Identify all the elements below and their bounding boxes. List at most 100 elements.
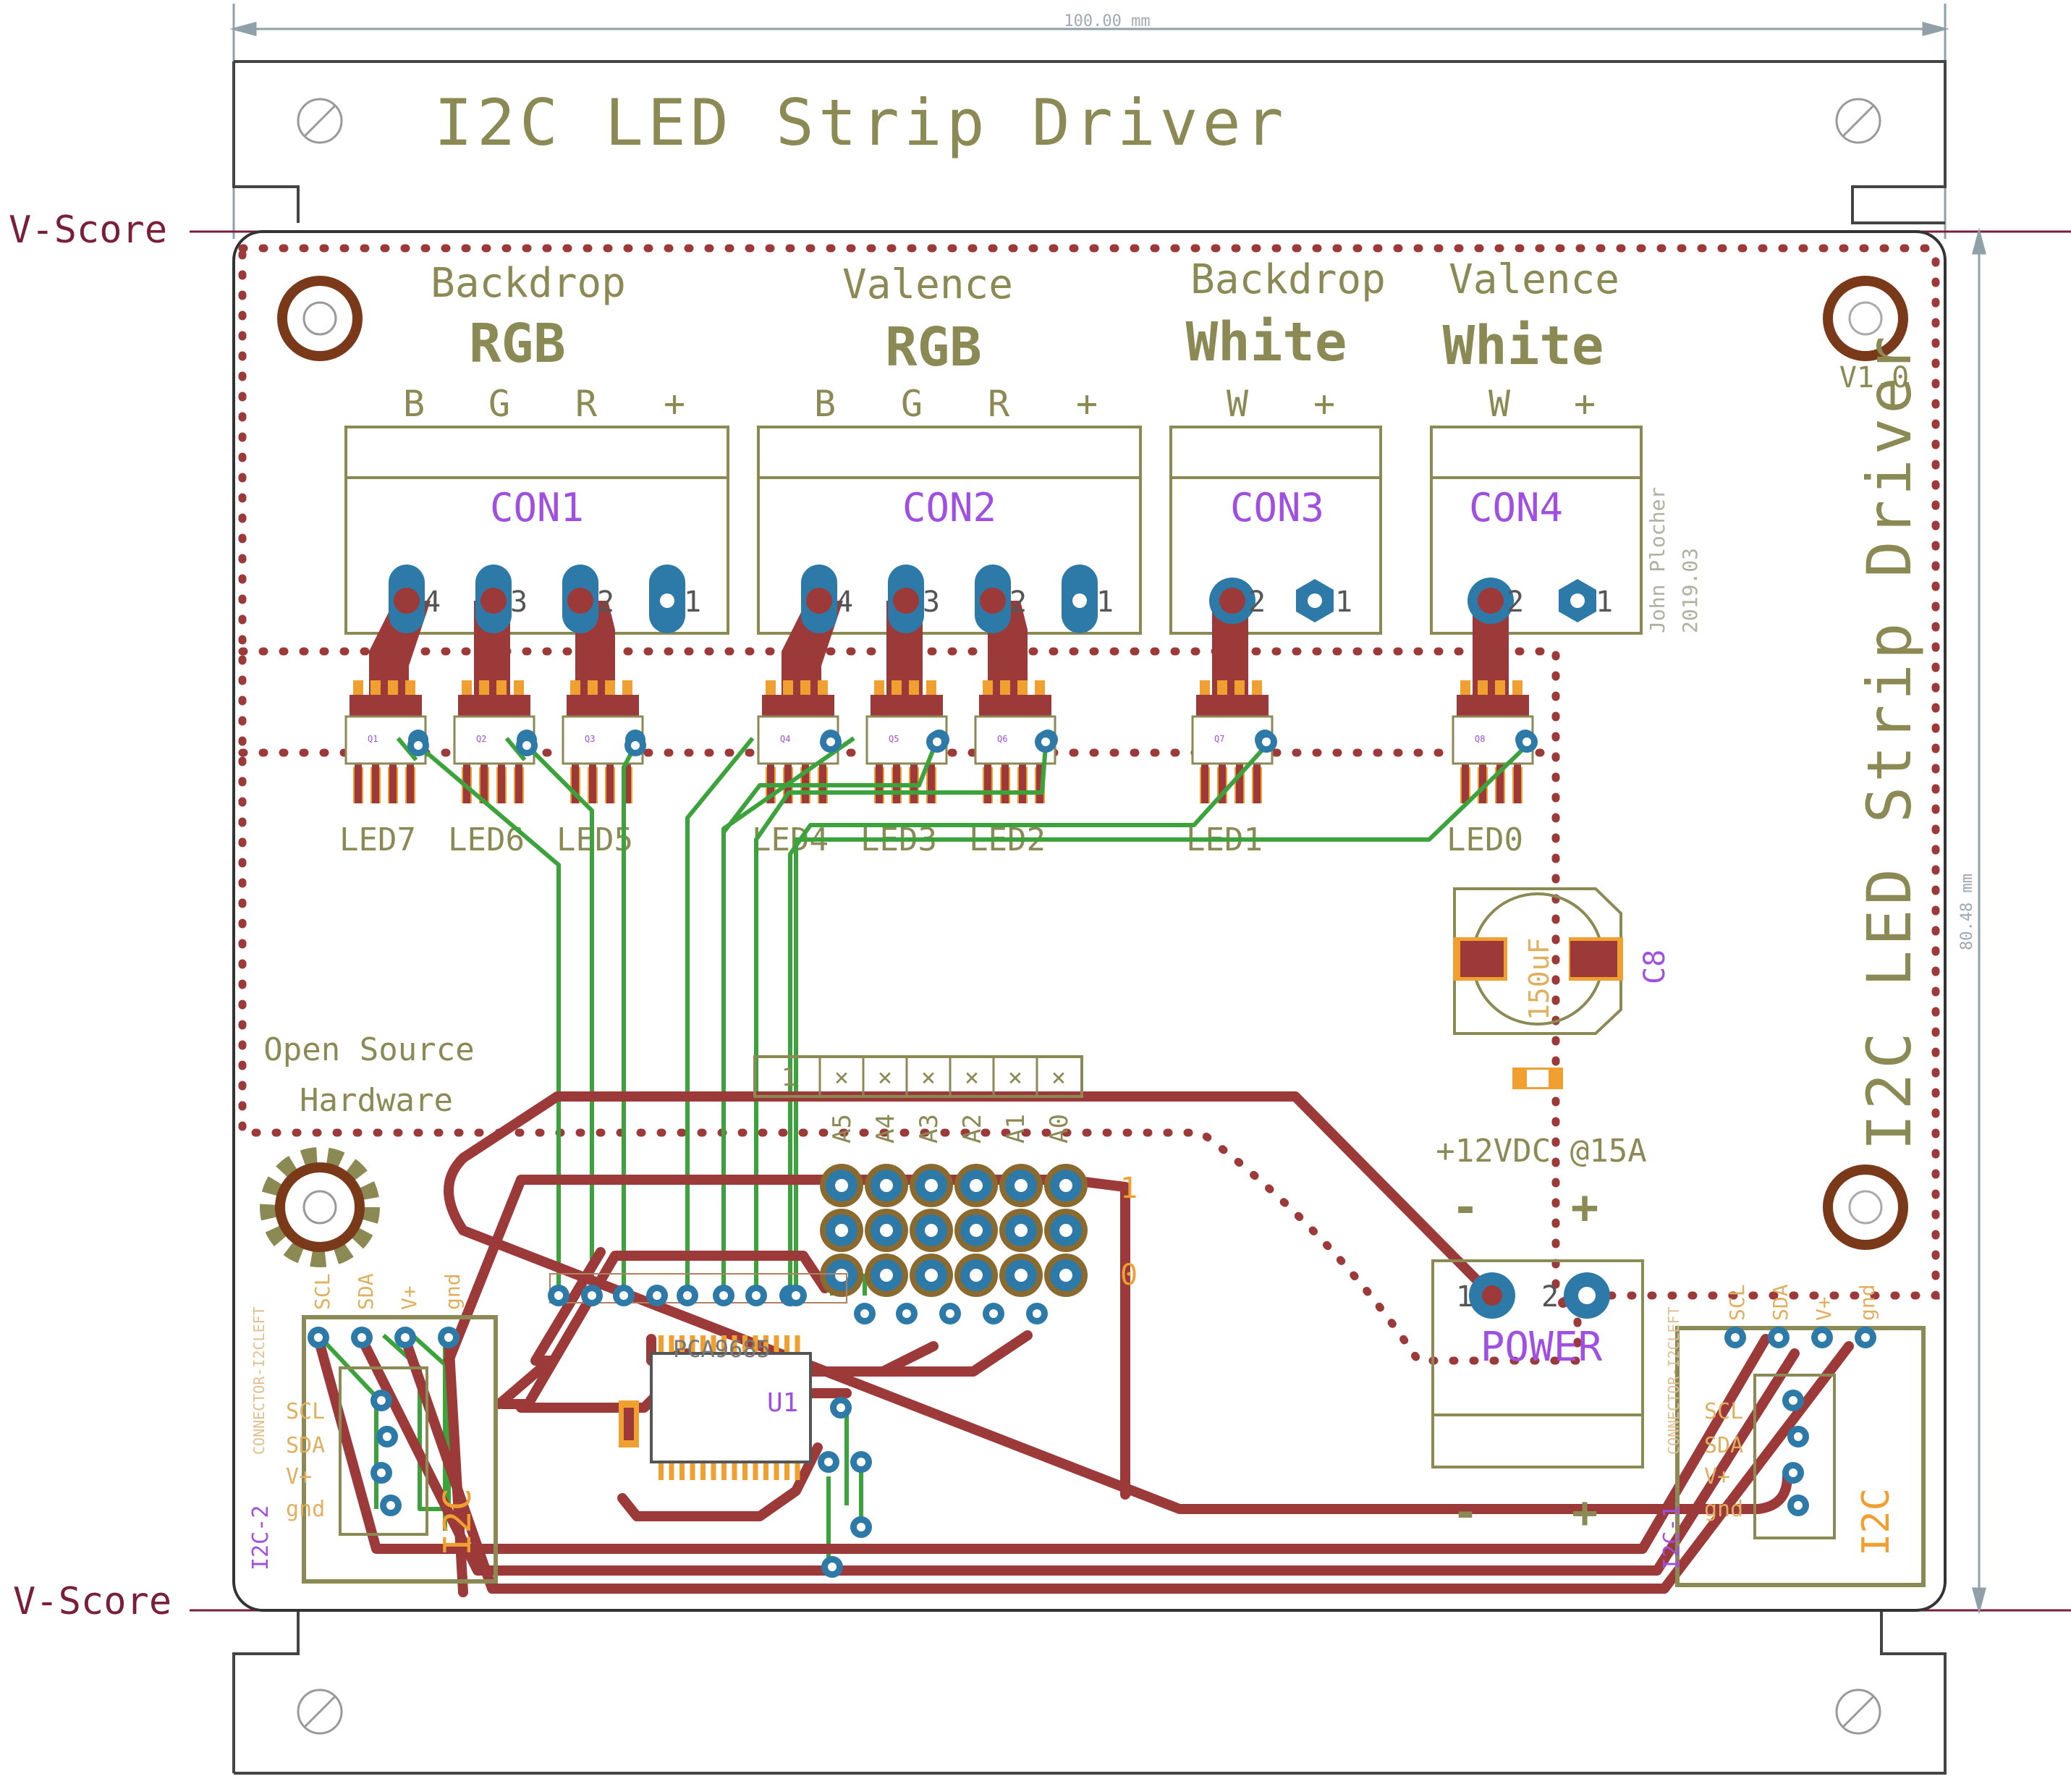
jumper-pad <box>1044 1209 1088 1252</box>
svg-text:×: × <box>834 1063 849 1092</box>
svg-text:Q4: Q4 <box>780 734 790 744</box>
via <box>818 1451 839 1473</box>
jumper-pad <box>954 1164 998 1207</box>
via <box>613 1285 635 1306</box>
height-dimension <box>1972 227 1986 1615</box>
svg-text:V+: V+ <box>1704 1464 1730 1489</box>
osh-logo: Open Source Hardware <box>260 1031 475 1267</box>
i2c-right-connector: SCL SDA V+ gnd SCL SDA V+ gnd CONNECTOR-… <box>1659 1284 1926 1587</box>
osh-line2: Hardware <box>300 1082 453 1119</box>
power-rating: +12VDC @15A <box>1436 1133 1646 1170</box>
via <box>850 1516 872 1538</box>
svg-text:SCL: SCL <box>1725 1284 1749 1321</box>
via <box>351 1327 373 1348</box>
channel-3-group: Backdrop <box>1190 256 1386 303</box>
address-header: 1 × × × × × × A5 A4 A3 A2 A1 A0 <box>753 1055 1083 1144</box>
channel-headings: Backdrop RGB Valence RGB Backdrop White … <box>431 256 1619 379</box>
power-connector: +12VDC @15A - + 1 2 POWER - + <box>1431 1133 1647 1538</box>
connector-pads <box>389 565 1596 633</box>
con2-label: CON2 <box>902 485 996 531</box>
capacitor-c8: 150uF C8 <box>1453 887 1672 1089</box>
svg-text:W: W <box>1227 383 1249 425</box>
side-title: I2C LED Strip Driver <box>1854 332 1925 1151</box>
svg-text:+: + <box>1574 383 1596 425</box>
jumper-pad <box>910 1254 953 1297</box>
svg-text:Q1: Q1 <box>368 734 378 744</box>
i2c-right-connector-name: CONNECTOR-I2CLEFT <box>1665 1306 1682 1455</box>
con4-label: CON4 <box>1469 485 1563 531</box>
svg-text:W: W <box>1488 383 1511 425</box>
via <box>850 1451 872 1473</box>
address-jumpers <box>820 1164 1088 1297</box>
via <box>854 1303 876 1324</box>
jumper-pad <box>865 1164 908 1207</box>
channel-2-type: RGB <box>885 316 982 379</box>
svg-text:B: B <box>814 383 836 425</box>
svg-text:gnd: gnd <box>1704 1497 1743 1522</box>
via <box>581 1285 603 1306</box>
jumper-pad <box>910 1164 953 1207</box>
connector-names: CON1 CON2 CON3 CON4 <box>490 485 1563 531</box>
vscore-top-label: V-Score <box>9 208 167 252</box>
channel-3-type: White <box>1186 311 1347 373</box>
top-traces <box>313 1091 1854 1597</box>
svg-text:Q3: Q3 <box>585 734 595 744</box>
led-labels: LED7 LED6 LED5 LED4 LED3 LED2 LED1 LED0 <box>339 821 1523 858</box>
svg-text:SDA: SDA <box>1769 1284 1792 1321</box>
svg-text:Q7: Q7 <box>1214 734 1224 744</box>
via <box>438 1327 459 1348</box>
jumper-pad <box>999 1254 1043 1297</box>
width-dimension-label: 100.00 mm <box>1064 12 1150 30</box>
i2c-right-name: I2C-1 <box>1659 1505 1685 1571</box>
channel-1-group: Backdrop <box>431 260 626 307</box>
jumper-pad <box>954 1254 998 1297</box>
board-mounting-holes <box>277 276 1908 1250</box>
via <box>1811 1327 1833 1348</box>
channel-4-type: White <box>1443 315 1604 377</box>
svg-text:×: × <box>878 1063 892 1092</box>
svg-text:+: + <box>664 383 685 425</box>
svg-text:V+: V+ <box>397 1285 421 1310</box>
jumper-pad <box>820 1209 863 1252</box>
svg-text:LED0: LED0 <box>1447 821 1523 858</box>
i2c-left-name: I2C-2 <box>248 1505 274 1571</box>
svg-text:A0: A0 <box>1045 1114 1074 1144</box>
via <box>713 1285 734 1306</box>
author-date: 2019.03 <box>1678 548 1702 633</box>
via <box>1035 731 1056 753</box>
svg-text:4: 4 <box>423 586 441 619</box>
board-outline <box>232 230 1947 1612</box>
svg-text:2: 2 <box>1248 586 1266 619</box>
svg-text:A4: A4 <box>871 1114 900 1144</box>
svg-text:×: × <box>965 1063 979 1092</box>
svg-text:G: G <box>488 383 510 425</box>
jumper-pad <box>820 1254 863 1297</box>
via <box>1255 731 1277 753</box>
power-plus: + <box>1571 1181 1599 1235</box>
svg-text:Q8: Q8 <box>1475 734 1485 744</box>
mosfet-3: Q3 <box>562 680 645 803</box>
power-pin-1: 1 <box>1456 1280 1473 1314</box>
i2c-left-connector: SCL SDA V+ gnd SCL SDA V+ gnd CONNECTOR-… <box>248 1273 498 1584</box>
via <box>1724 1327 1746 1348</box>
via <box>820 731 842 753</box>
jumper-pad <box>999 1209 1043 1252</box>
via <box>1782 1462 1804 1484</box>
via <box>370 1462 392 1484</box>
via <box>830 1397 852 1419</box>
i2c-left-title: I2C <box>436 1488 480 1556</box>
svg-text:2: 2 <box>597 586 614 619</box>
jumper-row-1-label: 1 <box>1120 1172 1138 1205</box>
svg-text:A5: A5 <box>828 1114 857 1144</box>
svg-text:V+: V+ <box>286 1464 312 1489</box>
svg-text:LED5: LED5 <box>556 821 633 858</box>
via <box>1026 1303 1048 1324</box>
svg-text:4: 4 <box>836 586 853 619</box>
power-pin-2: 2 <box>1541 1280 1559 1314</box>
svg-text:SCL: SCL <box>286 1399 325 1424</box>
via <box>1855 1327 1876 1348</box>
via <box>1787 1495 1809 1516</box>
jumper-pad <box>1044 1164 1088 1207</box>
via <box>624 735 646 756</box>
